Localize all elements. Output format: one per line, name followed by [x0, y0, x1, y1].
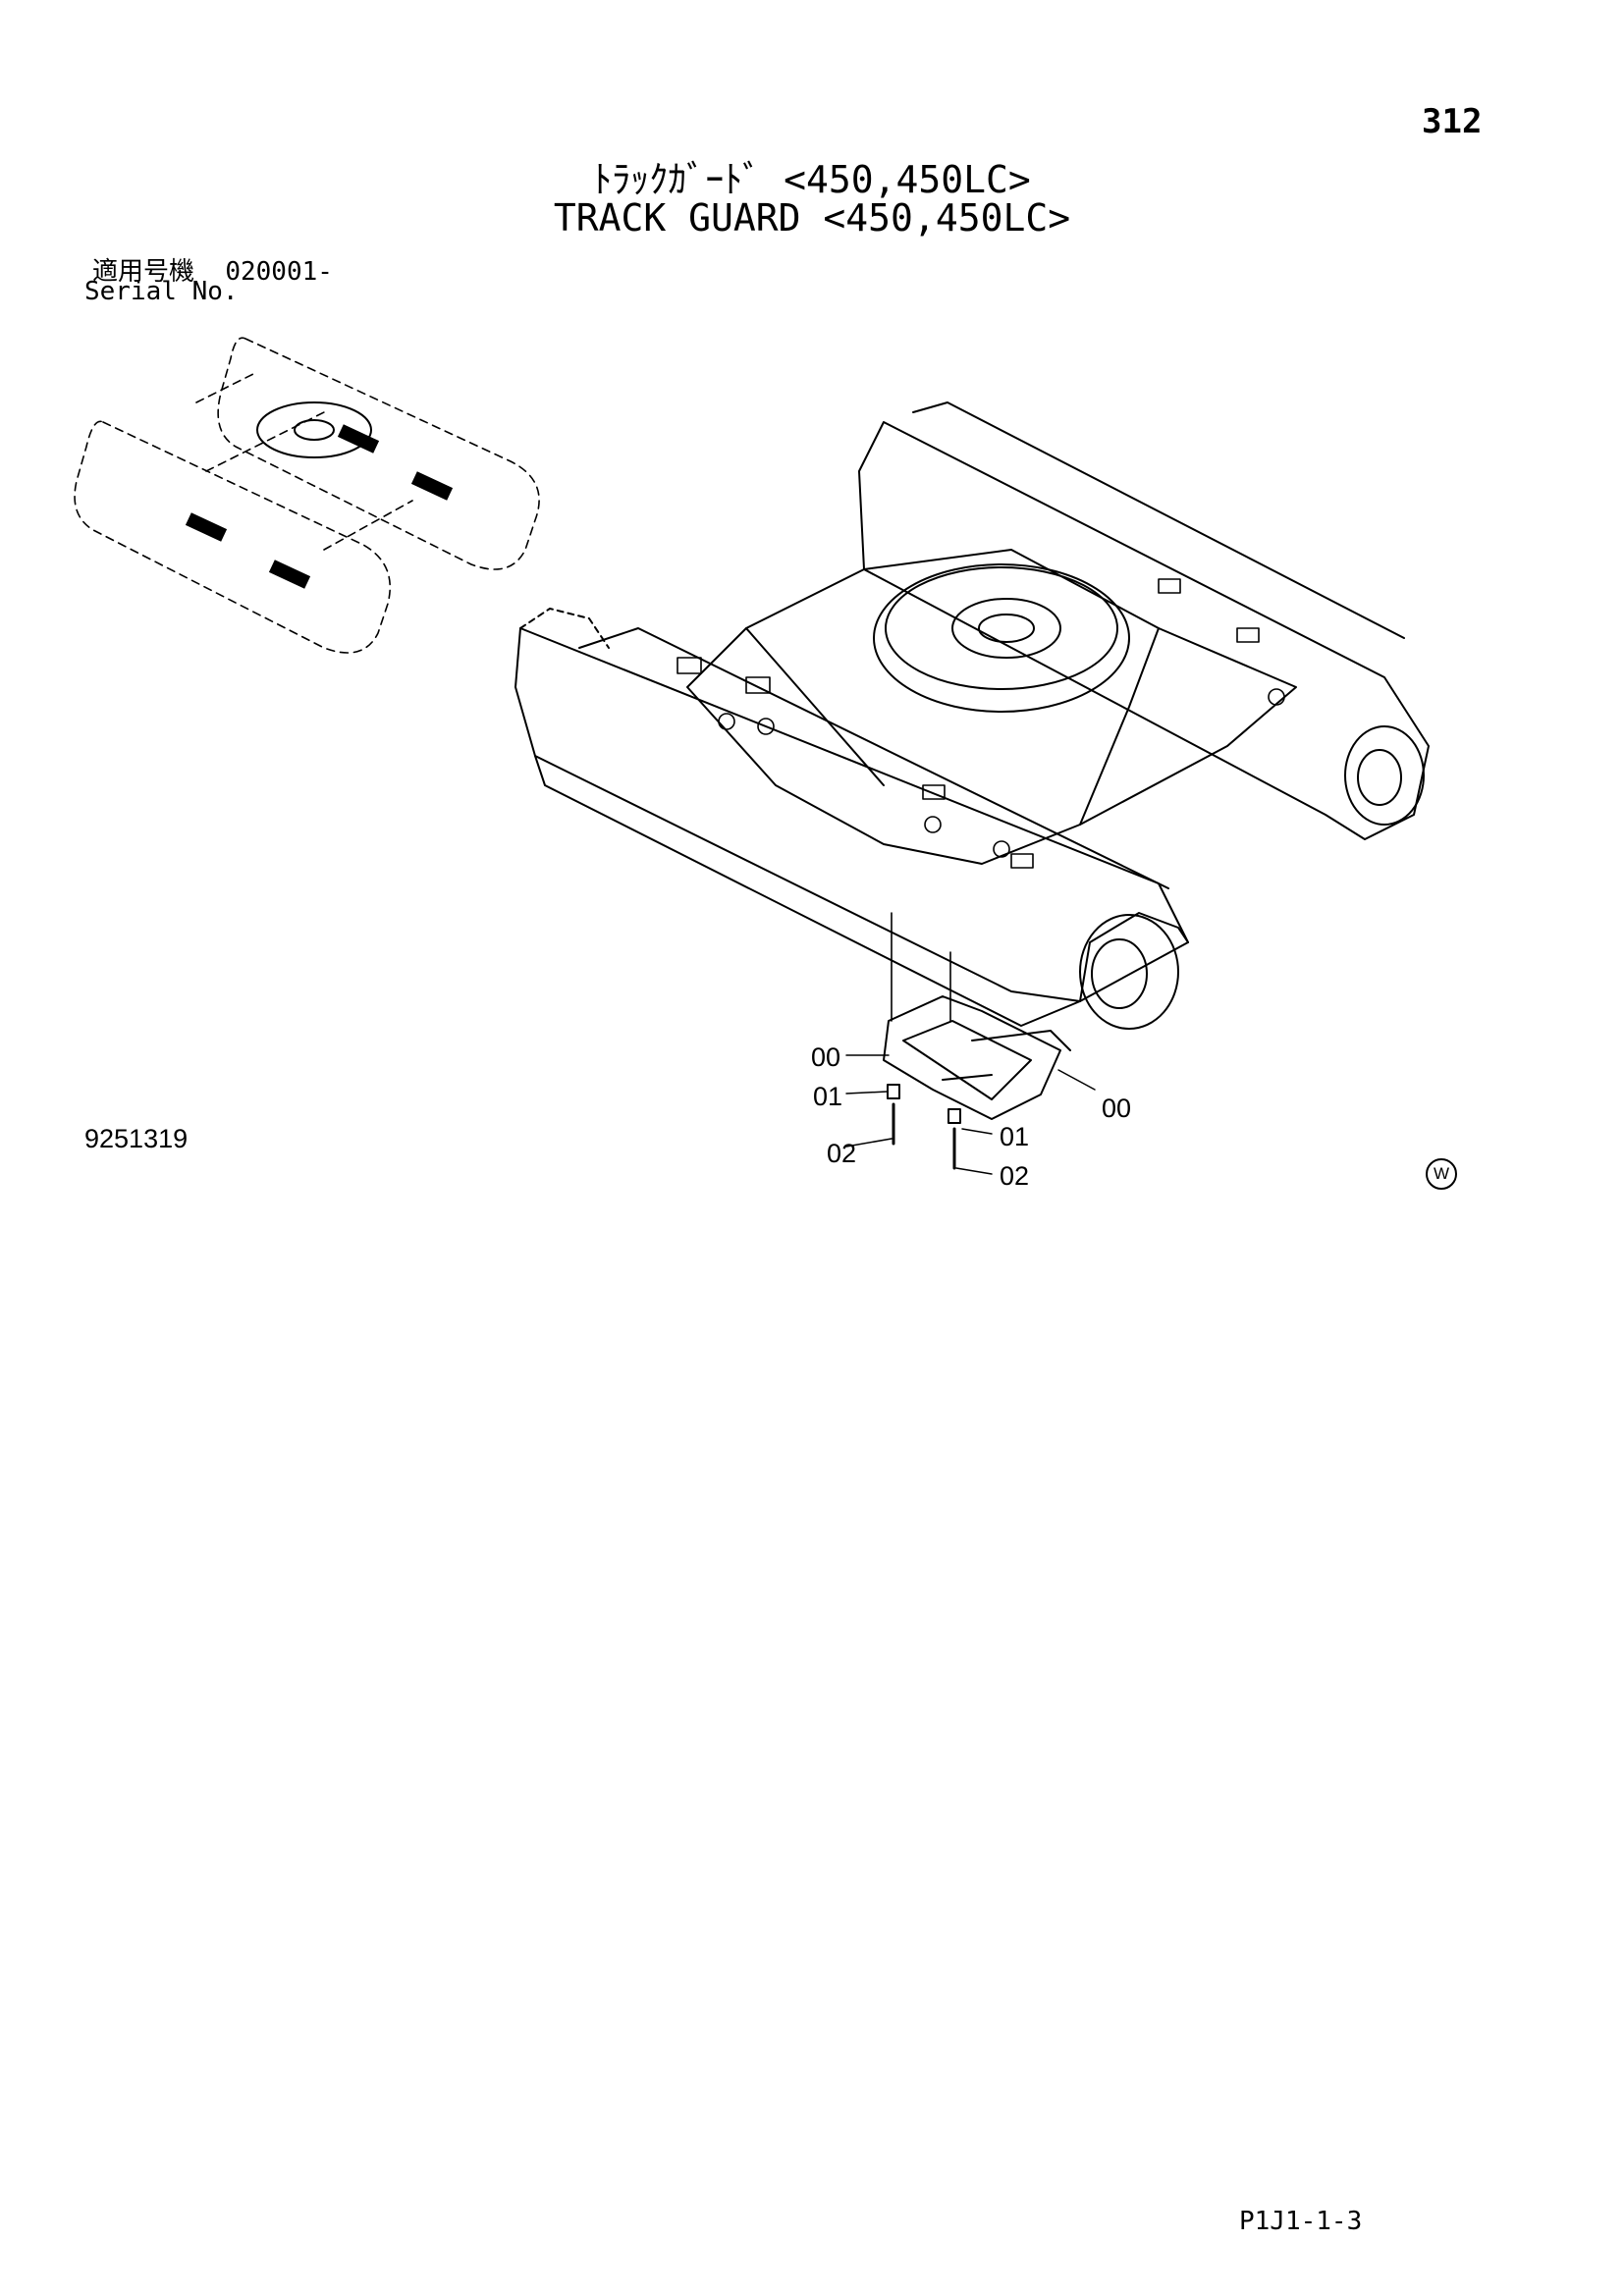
- callout-01-left: 01: [813, 1082, 843, 1111]
- drawing-number: 9251319: [84, 1124, 189, 1153]
- serial-label-jp-text: 適用号機: [92, 257, 195, 287]
- callout-00-left: 00: [811, 1042, 841, 1072]
- callout-02-left: 02: [827, 1139, 857, 1168]
- track-guard-part: [845, 995, 1096, 1175]
- title-english: TRACK GUARD <450,450LC>: [553, 196, 1071, 240]
- callout-00-right: 00: [1102, 1094, 1132, 1123]
- callout-01-right: 01: [1000, 1122, 1030, 1151]
- serial-label-en: Serial No.: [84, 277, 239, 306]
- page-code: P1J1-1-3: [1239, 2207, 1363, 2236]
- title-japanese: ﾄﾗｯｸｶﾞｰﾄﾞ <450,450LC>: [593, 158, 1031, 201]
- w-mark-icon: W: [1426, 1158, 1457, 1190]
- track-frame-drawing: [514, 401, 1430, 1030]
- serial-value: 020001-: [225, 257, 333, 287]
- overview-thumbnail: [74, 337, 540, 654]
- callout-02-right: 02: [1000, 1161, 1030, 1191]
- serial-label-jp: 適用号機 020001-: [92, 251, 333, 288]
- page-number: 312: [1422, 102, 1483, 141]
